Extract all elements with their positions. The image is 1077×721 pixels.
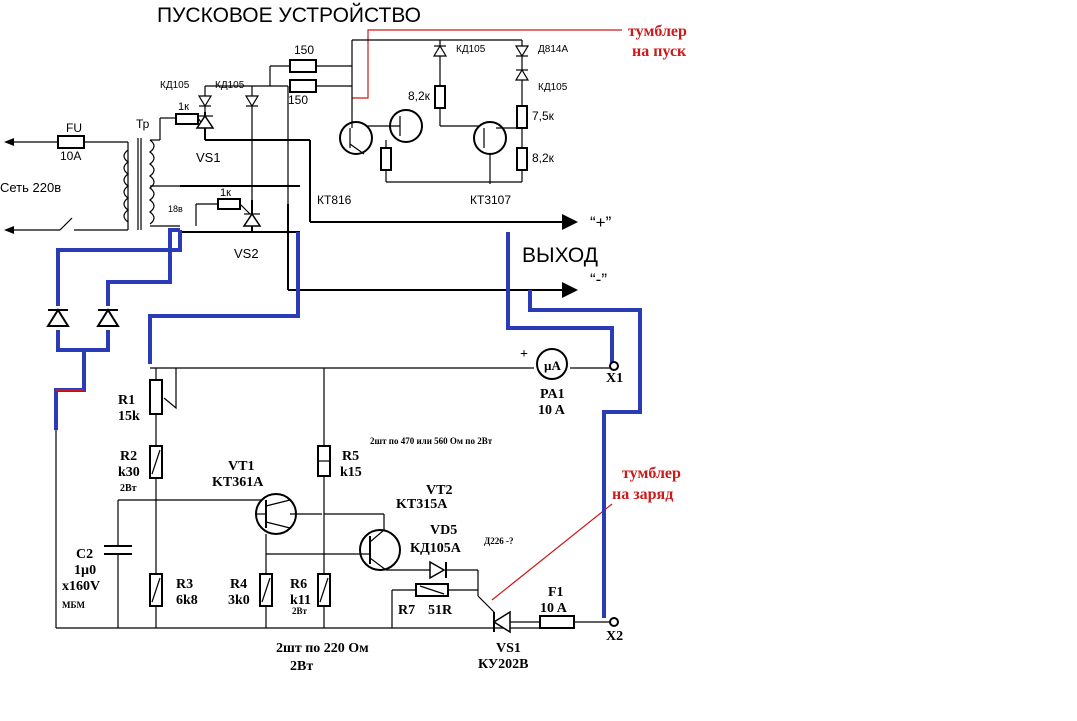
resistor-8k2-a <box>434 85 446 109</box>
fuse-label: FU <box>66 121 82 135</box>
kt816-label: КТ816 <box>317 193 352 207</box>
charger-circuit: µA + PA1 10 A X1 X2 R1 15k R2 k30 2Вт R3… <box>55 347 623 674</box>
r4-label: R4 <box>230 577 247 592</box>
vs1-label: VS1 <box>496 641 521 656</box>
kd105-4-label: КД105 <box>538 82 568 93</box>
output-label: ВЫХОД <box>522 244 598 267</box>
output-plus-arrow <box>562 214 578 230</box>
output-plus-label: “+” <box>590 213 612 232</box>
pa1-value: 10 A <box>538 403 566 418</box>
r3-label: R3 <box>176 577 193 592</box>
r150a-label: 150 <box>294 43 314 57</box>
f1-value: 10 A <box>540 601 568 616</box>
tumbler-charge-label-2: на заряд <box>612 486 673 503</box>
resistor-8k2-c <box>516 147 528 171</box>
tumbler-start-label-1: тумблер <box>628 23 687 40</box>
r1-value: 15k <box>118 409 140 424</box>
added-wiring <box>54 228 642 618</box>
vt1-value: KT361A <box>212 475 264 490</box>
r6-label: R6 <box>290 577 307 592</box>
vs1-top-label: VS1 <box>196 150 221 165</box>
r1k-b-label: 1к <box>220 187 231 199</box>
resistor-150-a <box>289 59 317 73</box>
output-minus-label: “-” <box>590 270 607 289</box>
c2-label: C2 <box>76 547 93 562</box>
vt2-label: VT2 <box>426 483 452 498</box>
ammeter-plus: + <box>520 347 528 362</box>
transistor-vt2 <box>359 529 401 571</box>
tap-18v-label: 18в <box>168 204 183 214</box>
kd105-1-label: КД105 <box>160 80 190 91</box>
c2-type: МБМ <box>62 600 85 610</box>
mains-label: Сеть 220в <box>0 180 61 195</box>
tumbler-start-label-2: на пуск <box>632 43 687 60</box>
transformer: Тр 18в <box>123 117 183 230</box>
r2-power: 2Вт <box>120 483 137 494</box>
tumbler-start-pointer <box>352 29 622 99</box>
d226-note: Д226 -? <box>484 536 513 546</box>
vd5-value: КД105А <box>410 541 462 556</box>
r5-value: k15 <box>340 465 362 480</box>
r150b-label: 150 <box>288 93 308 107</box>
r1-label: R1 <box>118 393 135 408</box>
output-minus-arrow <box>562 282 578 298</box>
terminal-x1 <box>609 361 619 371</box>
ammeter-unit: µA <box>544 358 561 373</box>
thyristor-vs1 <box>492 610 511 634</box>
resistor-1k-a <box>175 113 199 125</box>
tumbler-charge-pointer <box>491 503 613 601</box>
note-r6b: 2Вт <box>290 659 313 674</box>
fuse-f1 <box>539 615 575 629</box>
r2-value: k30 <box>118 465 140 480</box>
kt3107-label: КТ3107 <box>470 193 511 207</box>
ammeter <box>536 348 568 380</box>
f1-label: F1 <box>548 585 564 600</box>
starter-circuit: 1к VS1 КД105 КД105 150 150 <box>159 39 612 298</box>
resistor-7k5 <box>516 105 528 129</box>
r2-label: R2 <box>120 449 137 464</box>
c2-voltage: x160V <box>62 579 100 594</box>
kd105-2-label: КД105 <box>215 80 245 91</box>
bridge-diodes <box>46 308 120 327</box>
vd5-label: VD5 <box>430 523 457 538</box>
vt1-label: VT1 <box>228 459 254 474</box>
r7-label: R7 <box>398 603 415 618</box>
r3-value: 6k8 <box>176 593 198 608</box>
terminal-x2 <box>609 617 619 627</box>
title: ПУСКОВОЕ УСТРОЙСТВО <box>157 3 421 27</box>
diode-vd5 <box>429 560 446 580</box>
note-r6a: 2шт по 220 Ом <box>276 641 369 656</box>
vs1-value: КУ202В <box>478 657 528 672</box>
r82a-label: 8,2к <box>408 89 431 103</box>
resistor-1k-b <box>217 198 241 210</box>
r6-value: k11 <box>290 593 311 608</box>
resistor-150-b <box>289 79 317 93</box>
r1k-a-label: 1к <box>178 101 189 113</box>
r7-value: 51R <box>428 603 453 618</box>
fuse-value: 10A <box>60 149 81 163</box>
kd105-3-label: КД105 <box>456 44 486 55</box>
transformer-label: Тр <box>136 117 150 131</box>
r4-value: 3k0 <box>228 593 250 608</box>
vt2-value: KT315A <box>396 497 448 512</box>
r6-power: 2Вт <box>292 606 308 616</box>
d814-label: Д814А <box>538 44 568 55</box>
r5-label: R5 <box>342 449 359 464</box>
vs2-top-label: VS2 <box>234 246 259 261</box>
c2-value: 1µ0 <box>74 563 96 578</box>
resistor-r1 <box>149 379 163 415</box>
x2-label: X2 <box>606 629 623 644</box>
note-r5: 2шт по 470 или 560 Ом по 2Вт <box>370 436 493 446</box>
x1-label: X1 <box>606 371 623 386</box>
mains-input: FU 10A Сеть 220в <box>0 121 129 234</box>
r82c-label: 8,2к <box>532 151 555 165</box>
tumbler-charge-label-1: тумблер <box>622 465 681 482</box>
resistor-8k2-b <box>380 147 392 171</box>
r75-label: 7,5к <box>532 109 555 123</box>
pa1-label: PA1 <box>540 387 565 402</box>
